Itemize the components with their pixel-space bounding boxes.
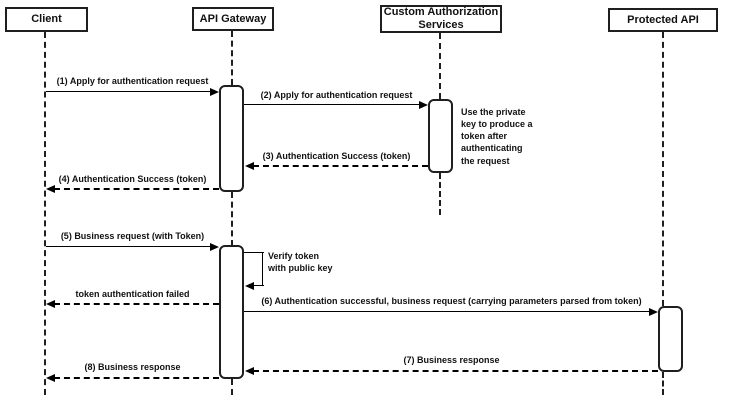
activation-api-gateway-1 bbox=[219, 85, 244, 192]
message-3-line bbox=[253, 165, 428, 167]
activation-custom-auth bbox=[428, 99, 453, 173]
message-8-arrowhead-icon bbox=[46, 374, 55, 382]
self-message-label: Verify token with public key bbox=[268, 251, 333, 274]
activation-api-gateway-2 bbox=[219, 245, 244, 379]
message-5-arrowhead-icon bbox=[210, 243, 219, 251]
message-7-arrowhead-icon bbox=[245, 367, 254, 375]
message-2-line bbox=[244, 104, 420, 105]
self-message-arrowhead-icon bbox=[245, 282, 254, 290]
message-5-line bbox=[46, 246, 211, 247]
message-7-label: (7) Business response bbox=[403, 355, 500, 365]
lifeline-protected-api-seg1 bbox=[662, 32, 664, 306]
lifeline-client bbox=[44, 32, 46, 395]
actor-box-client: Client bbox=[5, 7, 88, 32]
message-4-line bbox=[54, 188, 219, 190]
message-token-failed-arrowhead-icon bbox=[46, 300, 55, 308]
lifeline-protected-api-seg2 bbox=[662, 372, 664, 395]
message-4-arrowhead-icon bbox=[46, 185, 55, 193]
actor-box-custom-authorization-services: Custom Authorization Services bbox=[380, 5, 502, 33]
message-8-label: (8) Business response bbox=[84, 362, 181, 372]
message-2-arrowhead-icon bbox=[419, 101, 428, 109]
message-6-arrowhead-icon bbox=[649, 308, 658, 316]
message-1-arrowhead-icon bbox=[210, 88, 219, 96]
message-1-line bbox=[46, 91, 211, 92]
lifeline-api-gateway-seg2 bbox=[231, 192, 233, 246]
lifeline-custom-auth-seg2 bbox=[439, 173, 441, 215]
message-token-failed-line bbox=[54, 303, 219, 305]
actor-box-protected-api: Protected API bbox=[608, 8, 718, 32]
note-private-key: Use the private key to produce a token a… bbox=[461, 107, 533, 166]
self-message-vertical-line bbox=[262, 252, 263, 285]
actor-box-api-gateway: API Gateway bbox=[192, 7, 274, 31]
lifeline-api-gateway-seg1 bbox=[231, 31, 233, 85]
message-token-failed-label: token authentication failed bbox=[75, 289, 190, 299]
message-2-label: (2) Apply for authentication request bbox=[260, 90, 413, 100]
self-message-bottom-line bbox=[253, 285, 264, 286]
lifeline-api-gateway-seg3 bbox=[231, 379, 233, 395]
message-1-label: (1) Apply for authentication request bbox=[56, 76, 209, 86]
message-4-label: (4) Authentication Success (token) bbox=[58, 174, 207, 184]
message-7-line bbox=[253, 370, 658, 372]
message-6-line bbox=[244, 311, 650, 312]
message-8-line bbox=[54, 377, 219, 379]
self-message-top-line bbox=[244, 252, 264, 253]
message-3-arrowhead-icon bbox=[245, 162, 254, 170]
message-5-label: (5) Business request (with Token) bbox=[60, 231, 205, 241]
lifeline-custom-auth-seg1 bbox=[439, 33, 441, 99]
message-6-label: (6) Authentication successful, business … bbox=[261, 296, 642, 306]
message-3-label: (3) Authentication Success (token) bbox=[262, 151, 411, 161]
activation-protected-api bbox=[658, 306, 683, 372]
